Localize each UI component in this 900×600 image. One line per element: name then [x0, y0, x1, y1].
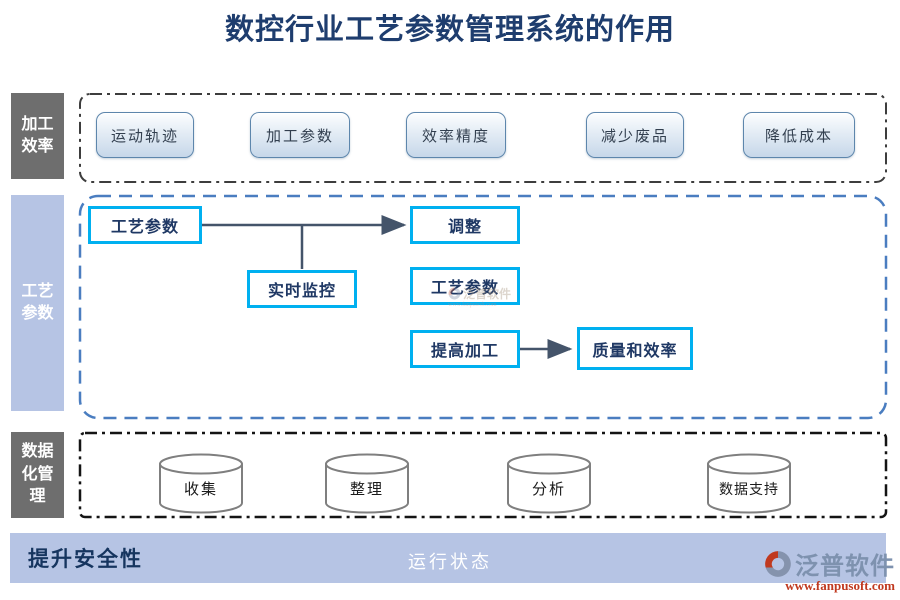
node-machining-parameters: 加工参数: [250, 112, 350, 158]
node-efficiency-precision: 效率精度: [406, 112, 506, 158]
node-reduce-scrap: 减少废品: [586, 112, 684, 158]
node-motion-track: 运动轨迹: [96, 112, 194, 158]
footer-safety-label: 提升安全性: [28, 547, 143, 571]
flow-node-quality-efficiency: 质量和效率: [577, 327, 693, 370]
flow-node-adjust: 调整: [410, 206, 520, 244]
cylinder-organize: 整理: [325, 453, 409, 514]
fanpu-logo-icon: [765, 550, 791, 577]
brand-logo: 泛普软件 www.fanpusoft.com: [764, 546, 895, 594]
flow-node-process-parameters: 工艺参数: [88, 206, 202, 244]
flow-node-process-parameters-2: 工艺参数: [410, 267, 520, 305]
watermark: 泛普软件 www.fanpusoft.com: [448, 285, 511, 308]
cylinder-collect: 收集: [159, 453, 243, 514]
watermark-brand-name: 泛普软件: [463, 287, 512, 301]
cylinder-label: 整理: [350, 481, 384, 498]
sidebar-item-data-management: 数据化管理: [11, 432, 64, 518]
cylinder-label: 数据支持: [719, 482, 779, 498]
cylinder-analyze: 分析: [507, 453, 591, 514]
flow-node-improve-machining: 提高加工: [410, 330, 520, 368]
sidebar-item-machining-efficiency: 加工效率: [11, 93, 64, 179]
page-title: 数控行业工艺参数管理系统的作用: [224, 14, 675, 46]
cylinder-label: 收集: [184, 481, 218, 498]
cylinder-label: 分析: [532, 481, 566, 498]
footer-running-status-label: 运行状态: [408, 552, 492, 572]
watermark-brand-url: www.fanpusoft.com: [448, 302, 497, 308]
brand-url: www.fanpusoft.com: [785, 578, 895, 593]
footer-band: [10, 533, 886, 583]
node-reduce-cost: 降低成本: [743, 112, 855, 158]
flow-node-realtime-monitor: 实时监控: [247, 270, 357, 308]
watermark-logo-icon: [448, 287, 461, 300]
brand-name: 泛普软件: [795, 554, 895, 580]
sidebar-item-process-parameters: 工艺参数: [11, 195, 64, 411]
cylinder-data-support: 数据支持: [707, 453, 791, 514]
